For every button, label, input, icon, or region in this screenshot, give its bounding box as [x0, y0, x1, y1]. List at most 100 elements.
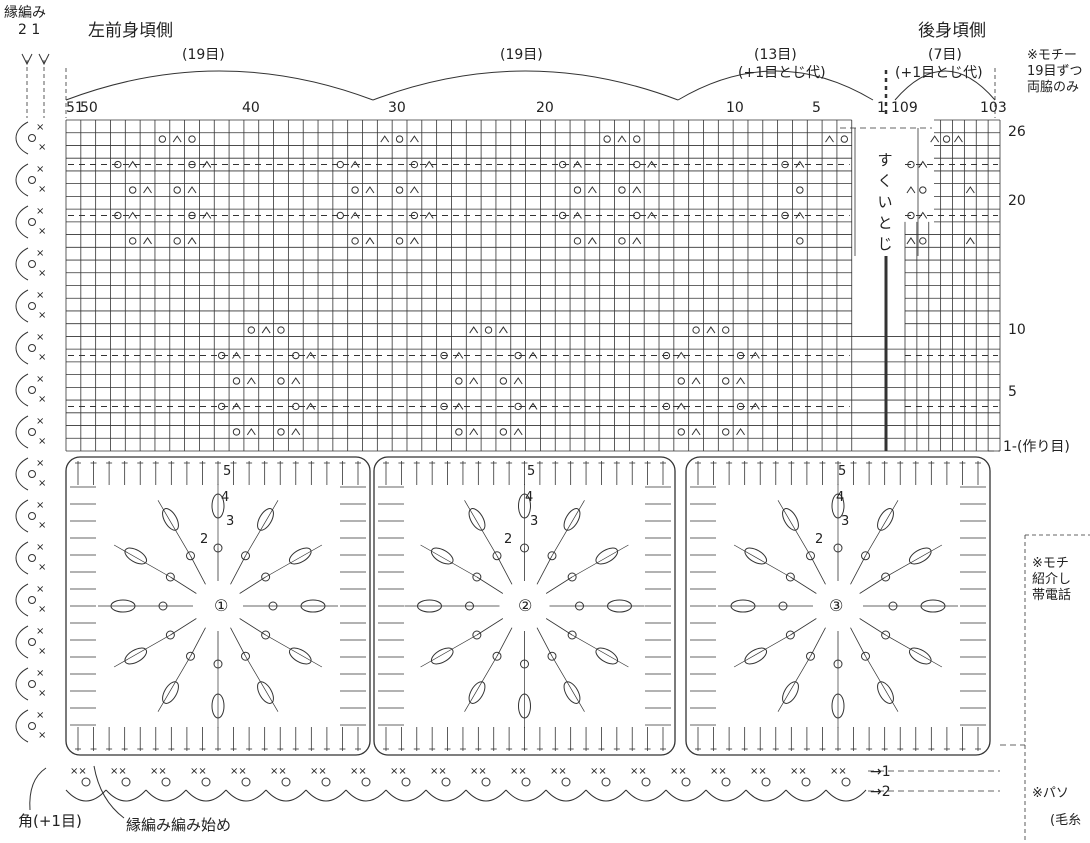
- edge-stitch-x: ×: [38, 226, 46, 237]
- motif-spoke: [536, 555, 553, 585]
- edge-scallop: [15, 499, 29, 533]
- span-arcs: [65, 70, 996, 101]
- span-label-4: (7目): [928, 47, 962, 63]
- edge-stitch-x: ××: [750, 766, 767, 777]
- motif-picot: [547, 651, 557, 661]
- edge-picot: [401, 777, 411, 787]
- edge-scallop: [545, 789, 587, 802]
- chain-loop: [257, 681, 274, 704]
- yarn-over-symbol: [173, 186, 181, 194]
- round-number: 4: [221, 490, 230, 505]
- edge-stitch-x: ××: [350, 766, 367, 777]
- decrease-symbol: [676, 402, 686, 410]
- motif-spoke: [464, 656, 498, 712]
- edge-stitch-x: ××: [590, 766, 607, 777]
- edge-stitch-x: ×: [38, 352, 46, 363]
- edge-stitch-x: ×: [38, 646, 46, 657]
- motif-spoke: [476, 618, 504, 636]
- down-arrow-icon: [21, 53, 33, 66]
- motif: [373, 456, 676, 756]
- edge-stitch-x: ×: [36, 542, 44, 553]
- edge-scallop: [15, 625, 29, 659]
- yarn-over-symbol: [277, 326, 285, 334]
- edge-scallop: [825, 789, 867, 802]
- motif-picot: [861, 551, 870, 561]
- edge-stitch-x: ××: [430, 766, 447, 777]
- decrease-symbol: [647, 211, 657, 219]
- decrease-symbol: [469, 377, 479, 385]
- edge-stitch-x: ×: [38, 184, 46, 195]
- edge-picot: [28, 386, 36, 394]
- edge-stitch-x: ×: [36, 710, 44, 721]
- motif-spoke: [777, 500, 811, 556]
- round-number: 4: [836, 490, 845, 505]
- decrease-symbol: [232, 351, 241, 359]
- motif-picot: [806, 551, 815, 561]
- yarn-over-symbol: [395, 186, 404, 194]
- edge-stitch-x: ×: [36, 248, 44, 259]
- chain-loop: [908, 547, 932, 565]
- decrease-symbol: [573, 160, 582, 168]
- motif-spoke: [885, 634, 943, 668]
- decrease-symbol: [454, 351, 464, 359]
- decrease-symbol: [172, 135, 182, 143]
- yarn-over-symbol: [395, 135, 404, 143]
- yarn-over-symbol: [395, 237, 404, 245]
- round-number: 5: [838, 464, 847, 479]
- edge-scallop: [15, 289, 29, 323]
- motif-spoke: [420, 634, 478, 668]
- motif-spoke: [545, 576, 573, 594]
- motif-spoke: [496, 555, 513, 585]
- motif-border: [685, 456, 991, 756]
- yarn-over-symbol: [919, 237, 927, 245]
- edge-stitch-x: ×: [36, 332, 44, 343]
- yarn-over-symbol: [129, 237, 137, 245]
- row-number: 26: [1008, 124, 1026, 140]
- motif-picot: [241, 551, 250, 561]
- motif-picot: [785, 630, 795, 640]
- yarn-over-symbol: [351, 237, 359, 245]
- motif-spoke: [790, 576, 817, 594]
- yarn-over-symbol: [573, 237, 582, 245]
- edge-picot: [201, 777, 211, 787]
- note-mid-2: 紹介し: [1032, 572, 1072, 587]
- edge-border: ××××××××××××××××××××××××××××××: [15, 121, 46, 743]
- decrease-symbol: [454, 402, 464, 410]
- edge-scallop: [665, 789, 707, 802]
- motif-spoke: [239, 618, 266, 636]
- yarn-over-symbol: [455, 428, 463, 436]
- left-front-label: 左前身頃側: [88, 21, 173, 41]
- edge-scallop: [105, 789, 147, 802]
- span-label-1: (19目): [182, 47, 225, 63]
- edge-stitch-x: ×: [36, 584, 44, 595]
- chain-loop: [124, 547, 148, 565]
- decrease-symbol: [246, 377, 256, 385]
- edge-stitch-x: ××: [310, 766, 327, 777]
- edge-scallop: [305, 789, 347, 802]
- edge-scallop: [65, 789, 107, 802]
- row-number: 5: [1008, 384, 1017, 400]
- edge-stitch-x: ×: [36, 164, 44, 175]
- edge-stitch-x: ××: [550, 766, 567, 777]
- corner-leader: [29, 767, 47, 811]
- round-number: 2: [815, 532, 824, 547]
- decrease-symbol: [587, 237, 597, 245]
- edge-picot: [28, 428, 36, 436]
- note-box: (毛糸: [1050, 813, 1082, 828]
- edge-picot: [28, 302, 36, 310]
- yarn-over-symbol: [173, 237, 181, 245]
- decrease-symbol: [918, 211, 928, 219]
- decrease-symbol: [632, 186, 642, 194]
- motif-spoke: [496, 627, 513, 657]
- edge-scallop: [15, 121, 29, 155]
- motif-spoke: [733, 544, 791, 578]
- yarn-over-symbol: [247, 326, 256, 334]
- motif-spoke: [230, 627, 246, 657]
- motif-spoke: [265, 544, 323, 578]
- decrease-symbol: [365, 186, 375, 194]
- edge-scallop: [15, 373, 29, 407]
- edge-stitch-x: ×: [38, 520, 46, 531]
- motif-spoke: [850, 555, 866, 585]
- yarn-over-symbol: [336, 211, 344, 220]
- yarn-over-symbol: [603, 135, 611, 143]
